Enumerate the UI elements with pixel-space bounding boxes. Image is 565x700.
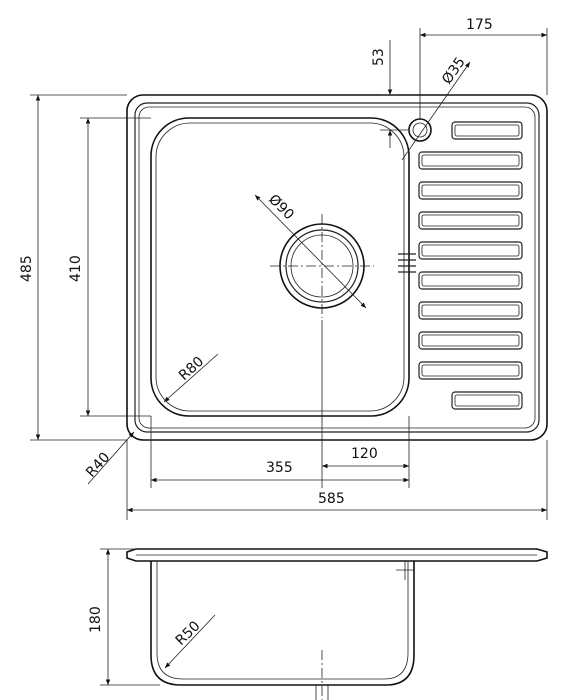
dim-bottom-radius-label: R50 [173,618,204,649]
drainboard-slot [418,241,523,260]
drainboard-slot [451,121,523,140]
bowl-outline [150,117,410,417]
drainboard-slot [418,331,523,350]
drainboard-slot [418,301,523,320]
sink-inner-rim-2 [138,106,536,429]
dim-bottom-radius: R50 [164,614,216,669]
bowl-outline-inner [155,122,405,412]
drainboard-slot-inner [421,244,520,257]
dim-overall-width-label: 585 [318,491,345,507]
drain-hole [270,214,374,318]
dim-tap-diameter-label: Ø35 [439,54,469,87]
dim-tap-offset: 53 [371,40,408,148]
drainboard-slot-inner [421,214,520,227]
section-bowl-inner [156,561,409,680]
dim-bowl-corner-radius-label: R80 [176,354,207,384]
overflow-marks [398,253,416,273]
dim-bowl-depth: 410 [68,117,151,417]
sink-inner-rim [134,102,540,433]
dim-overall-width: 585 [126,440,548,520]
top-view: 585 355 120 485 410 [19,17,548,520]
drainboard-slots [418,121,523,410]
drainboard-slot-inner [421,304,520,317]
drainboard-slot [418,361,523,380]
drainboard-slot [418,211,523,230]
dim-tap-offset-label: 53 [371,48,387,66]
dim-bowl-height-label: 180 [88,606,104,633]
dim-drain-offset-label: 120 [351,446,378,462]
dim-bowl-width-label: 355 [266,460,293,476]
dim-bowl-width: 355 120 [150,320,410,488]
drainboard-slot-inner [454,394,520,407]
dim-overall-depth-label: 485 [19,255,35,282]
dim-overall-depth: 485 [19,94,127,441]
drainboard-slot [418,181,523,200]
drainboard-slot [418,151,523,170]
sink-outer-rim [126,94,548,441]
dim-bowl-height: 180 [88,548,160,686]
drainboard-slot-inner [421,274,520,287]
drainboard-slot-inner [421,154,520,167]
drainboard-slot [451,391,523,410]
section-view: 180 R50 [88,548,548,700]
drainboard-slot-inner [421,364,520,377]
drainboard-slot-inner [454,124,520,137]
dim-outer-corner-radius-label: R40 [83,449,113,480]
drainboard-slot-inner [421,334,520,347]
dim-drain-diameter-label: Ø90 [265,192,297,224]
section-rim [126,548,548,562]
drainboard-slot [418,271,523,290]
dim-bowl-corner-radius: R80 [163,354,219,403]
drainboard-slot-inner [421,184,520,197]
dim-drain-diameter: Ø90 [254,192,367,309]
dim-drainboard-width-label: 175 [466,17,493,33]
section-bowl [150,561,415,686]
dim-drainboard-width: 175 [419,17,548,120]
dim-bowl-depth-label: 410 [68,255,84,282]
